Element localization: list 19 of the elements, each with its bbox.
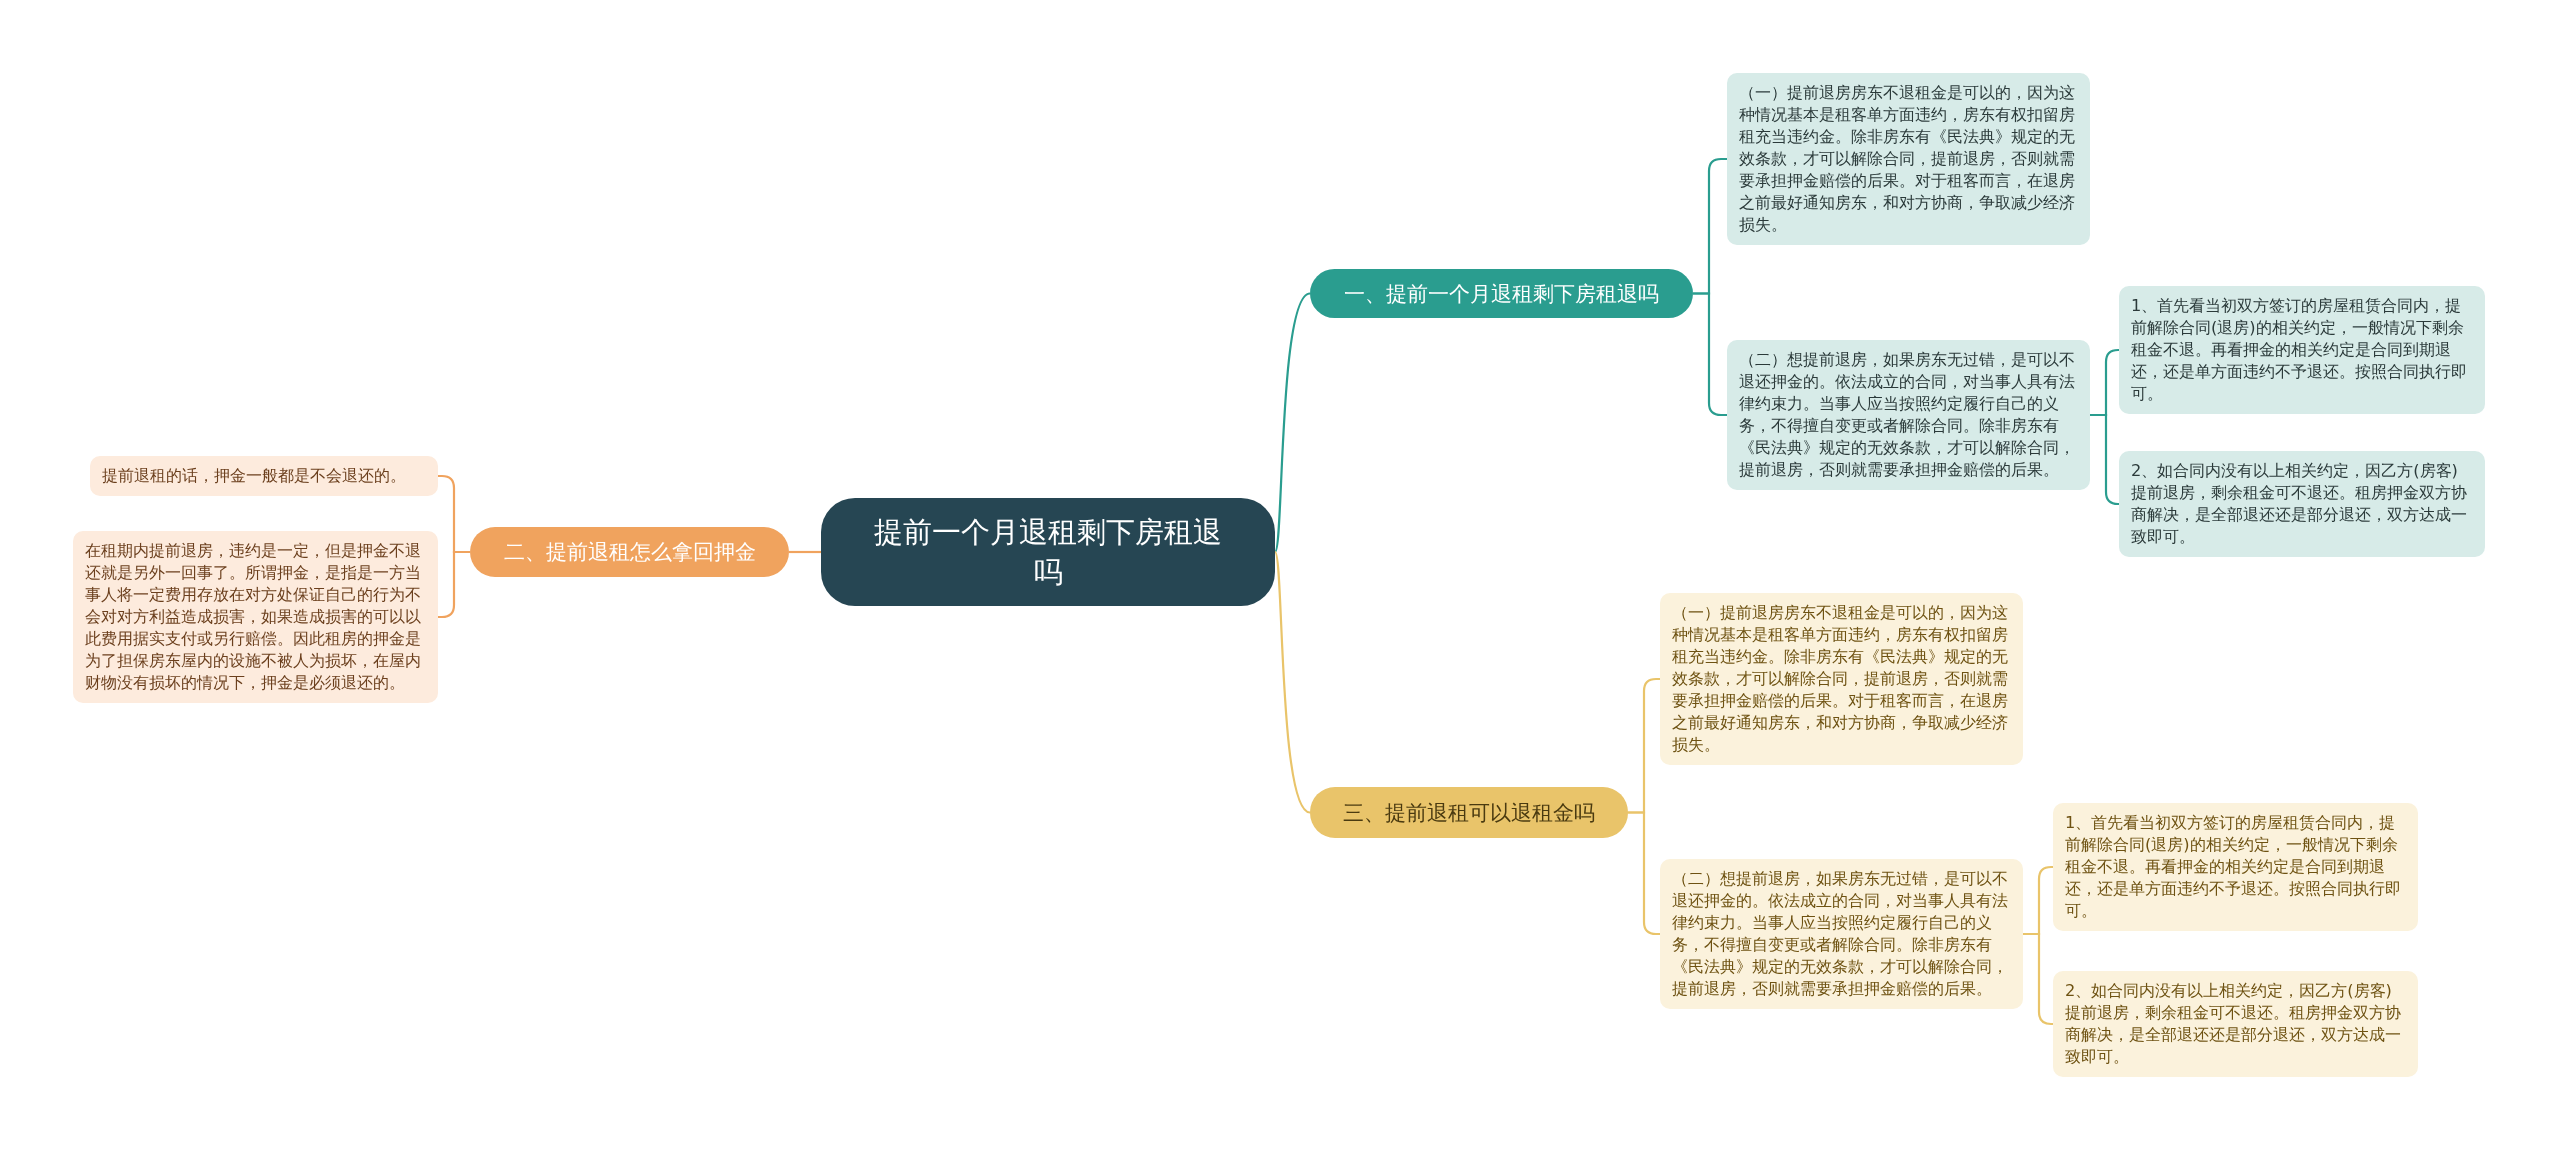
connector-line [2090, 413, 2120, 506]
text-box: （一）提前退房房东不退租金是可以的，因为这种情况基本是租客单方面违约，房东有权扣留房租充当违约金。除非房东有《民法典》规定的无效条款，才可以解除合同，提前退房，否则就需要承担押金赔偿的后果。对于租客而言，在退房之前最好通知房东，和对方协商，争取减少经济损失。 [1727, 73, 2090, 245]
connector-line [1273, 292, 1311, 553]
text-box: 在租期内提前退房，违约是一定，但是押金不退还就是另外一回事了。所谓押金，是指是一方当事人将一定费用存放在对方处保证自己的行为不会对对方利益造成损害，如果造成损害的可以以此费用据实支付或另行赔偿。因此租房的押金是为了担保房东屋内的设施不被人为损坏，在屋内财物没有损坏的情况下，押金是必须退还的。 [73, 531, 438, 703]
text-box: （一）提前退房房东不退租金是可以的，因为这种情况基本是租客单方面违约，房东有权扣留房租充当违约金。除非房东有《民法典》规定的无效条款，才可以解除合同，提前退房，否则就需要承担押金赔偿的后果。对于租客而言，在退房之前最好通知房东，和对方协商，争取减少经济损失。 [1660, 593, 2023, 765]
text-box: 提前退租的话，押金一般都是不会退还的。 [90, 456, 438, 496]
branch-topic-box: 一、提前一个月退租剩下房租退吗 [1310, 269, 1693, 318]
connector-line [789, 550, 821, 554]
text-box: 2、如合同内没有以上相关约定，因乙方(房客)提前退房，剩余租金可不退还。租房押金双方协商解决，是全部退还还是部分退还，双方达成一致即可。 [2053, 971, 2418, 1077]
text-box: （二）想提前退房，如果房东无过错，是可以不退还押金的。依法成立的合同，对当事人具有法律约束力。当事人应当按照约定履行自己的义务，不得擅自变更或者解除合同。除非房东有《民法典》规定的无效条款，才可以解除合同，提前退房，否则就需要承担押金赔偿的后果。 [1727, 340, 2090, 490]
text-box: （二）想提前退房，如果房东无过错，是可以不退还押金的。依法成立的合同，对当事人具有法律约束力。当事人应当按照约定履行自己的义务，不得擅自变更或者解除合同。除非房东有《民法典》规定的无效条款，才可以解除合同，提前退房，否则就需要承担押金赔偿的后果。 [1660, 859, 2023, 1009]
connector-line [1273, 551, 1311, 814]
text-box: 2、如合同内没有以上相关约定，因乙方(房客)提前退房，剩余租金可不退还。租房押金双方协商解决，是全部退还还是部分退还，双方达成一致即可。 [2119, 451, 2485, 557]
text-box: 1、首先看当初双方签订的房屋租赁合同内，提前解除合同(退房)的相关约定，一般情况下剩余租金不退。再看押金的相关约定是合同到期退还，还是单方面违约不予退还。按照合同执行即可。 [2119, 286, 2485, 414]
branch-topic-box: 二、提前退租怎么拿回押金 [470, 527, 789, 577]
root-topic-box: 提前一个月退租剩下房租退吗 [821, 498, 1275, 606]
connector-line [2023, 932, 2053, 1026]
branch-topic-box: 三、提前退租可以退租金吗 [1310, 787, 1628, 838]
text-box: 1、首先看当初双方签订的房屋租赁合同内，提前解除合同(退房)的相关约定，一般情况下剩余租金不退。再看押金的相关约定是合同到期退还，还是单方面违约不予退还。按照合同执行即可。 [2053, 803, 2418, 931]
